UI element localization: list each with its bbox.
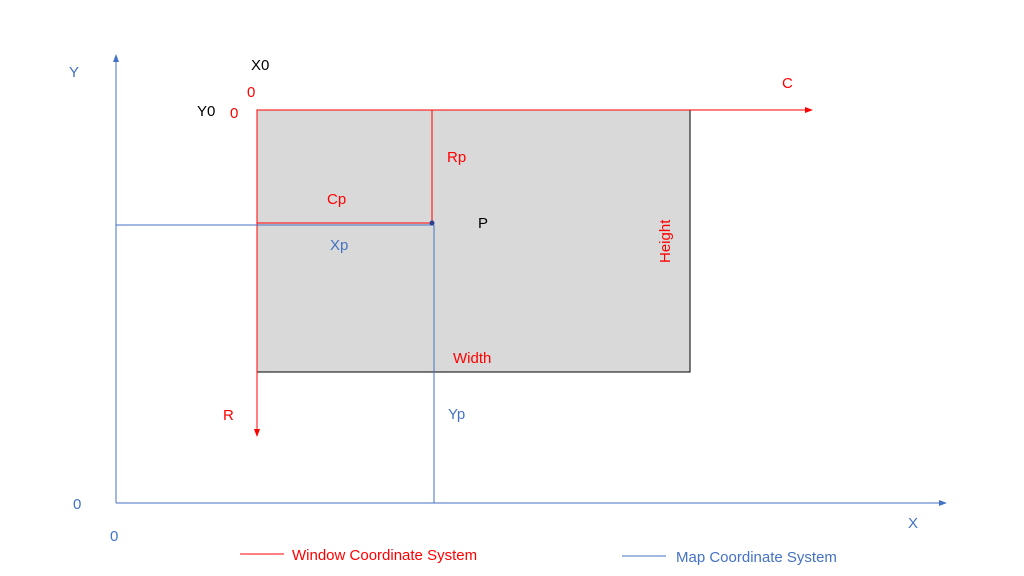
origin-x-label: 0	[110, 528, 118, 545]
xp-label: Xp	[330, 237, 348, 254]
legend-window-label: Window Coordinate System	[292, 547, 477, 564]
p-label: P	[478, 215, 488, 232]
point-p	[429, 220, 435, 226]
origin-y-label: 0	[73, 496, 81, 513]
yp-label: Yp	[448, 406, 465, 423]
window-origin-r: 0	[230, 105, 238, 122]
cp-label: Cp	[327, 191, 346, 208]
y-axis-label: Y	[69, 64, 79, 81]
legend-map-label: Map Coordinate System	[676, 549, 837, 566]
y0-label: Y0	[197, 103, 215, 120]
width-label: Width	[453, 350, 491, 367]
window-origin-c: 0	[247, 84, 255, 101]
rp-label: Rp	[447, 149, 466, 166]
r-axis-label: R	[223, 407, 234, 424]
height-label: Height	[657, 219, 674, 263]
x0-label: X0	[251, 57, 269, 74]
c-axis-label: C	[782, 75, 793, 92]
window-rectangle	[256, 109, 691, 373]
x-axis-label: X	[908, 515, 918, 532]
